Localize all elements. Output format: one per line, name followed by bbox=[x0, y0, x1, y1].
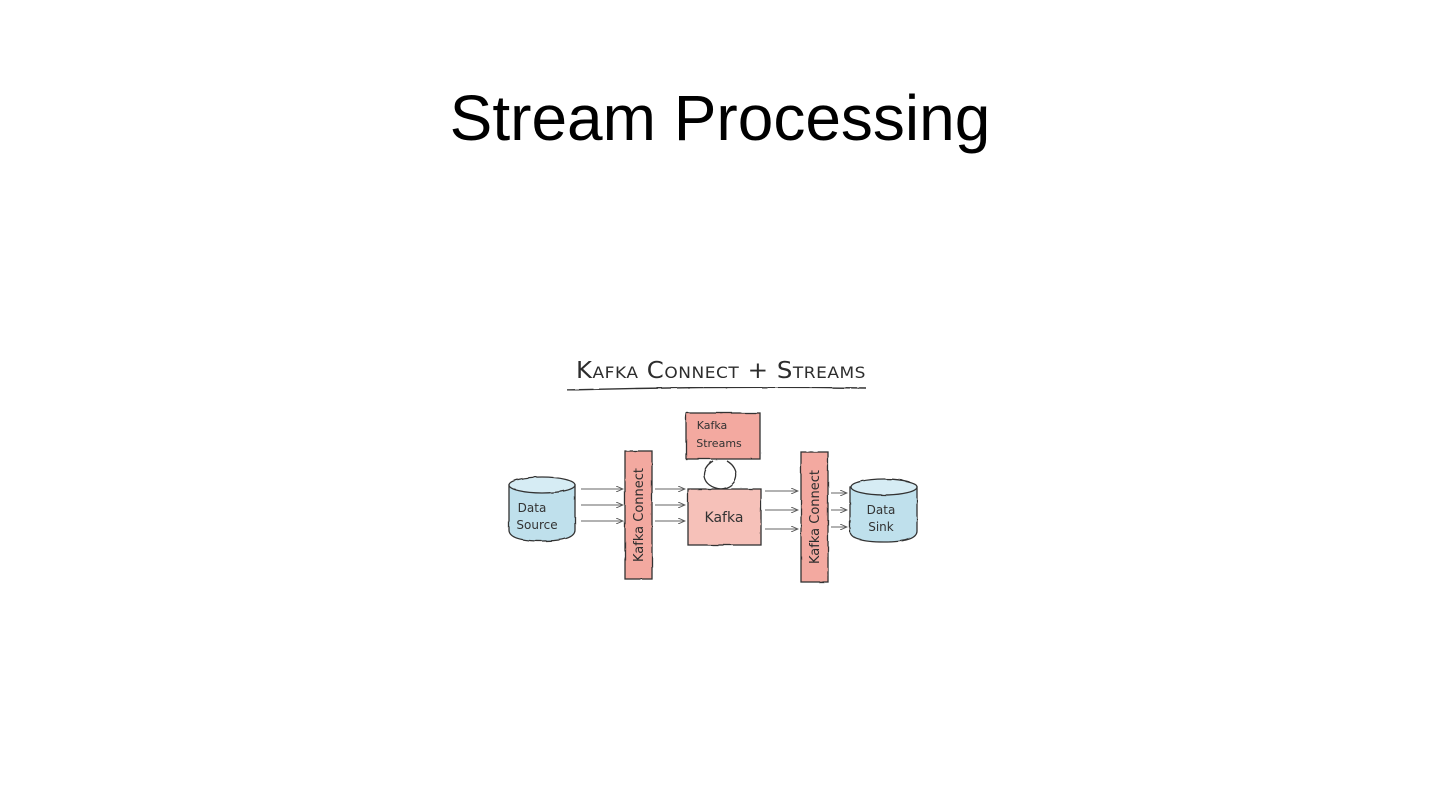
streams-kafka-loop bbox=[703, 460, 737, 490]
data-sink-node bbox=[849, 478, 918, 543]
data-source-label-line2: Source bbox=[516, 518, 557, 532]
data-sink-label-line1: Data bbox=[867, 503, 896, 517]
heading-underline bbox=[566, 386, 867, 391]
kafka-label: Kafka bbox=[705, 510, 744, 526]
diagram-heading: Kafka Connect + Streams bbox=[576, 358, 866, 384]
slide-title: Stream Processing bbox=[449, 82, 991, 154]
kafka-connect-right-label: Kafka Connect bbox=[808, 470, 823, 564]
kafka-connect-left-node bbox=[624, 450, 653, 580]
data-sink-label-line2: Sink bbox=[868, 520, 894, 534]
arrows-kafka-to-connect bbox=[765, 491, 798, 529]
kafka-streams-label-line2: Streams bbox=[696, 437, 742, 450]
data-source-node bbox=[508, 476, 576, 542]
kafka-streams-node bbox=[685, 412, 761, 460]
kafka-connect-left-label: Kafka Connect bbox=[632, 468, 647, 562]
kafka-node bbox=[687, 488, 762, 546]
kafka-connect-right-node bbox=[800, 451, 829, 583]
arrows-source-to-connect bbox=[581, 489, 623, 521]
arrows-connect-to-kafka bbox=[655, 489, 685, 521]
data-source-label-line1: Data bbox=[518, 501, 547, 515]
arrows-connect-to-sink bbox=[831, 493, 847, 527]
kafka-diagram: Kafka Connect + Streams Data Source Kafk… bbox=[495, 305, 945, 640]
kafka-streams-label-line1: Kafka bbox=[697, 419, 728, 432]
